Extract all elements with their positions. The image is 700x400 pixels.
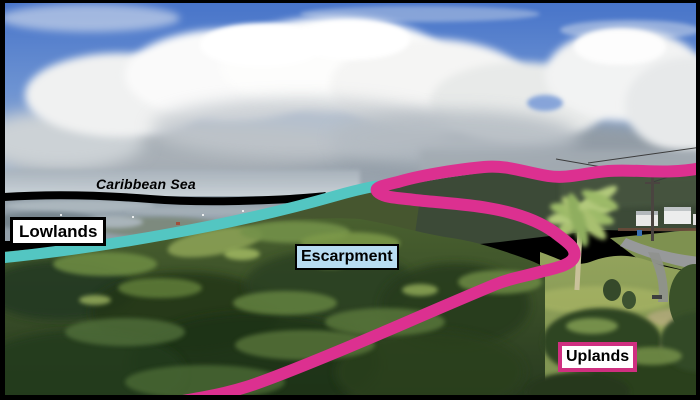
lowlands-escarpment-boundary-line [0,180,382,264]
cloud-bank [0,4,700,195]
caribbean-sea-label: Caribbean Sea [96,176,196,192]
sea-horizon-line [3,191,327,206]
banana-plant [546,185,619,291]
escarpment-label: Escarpment [295,244,399,270]
uplands-label: Uplands [558,342,638,372]
forest [0,218,545,400]
lowlands-label: Lowlands [10,217,107,247]
road [620,238,700,302]
uplands-boundary-line [166,160,700,400]
